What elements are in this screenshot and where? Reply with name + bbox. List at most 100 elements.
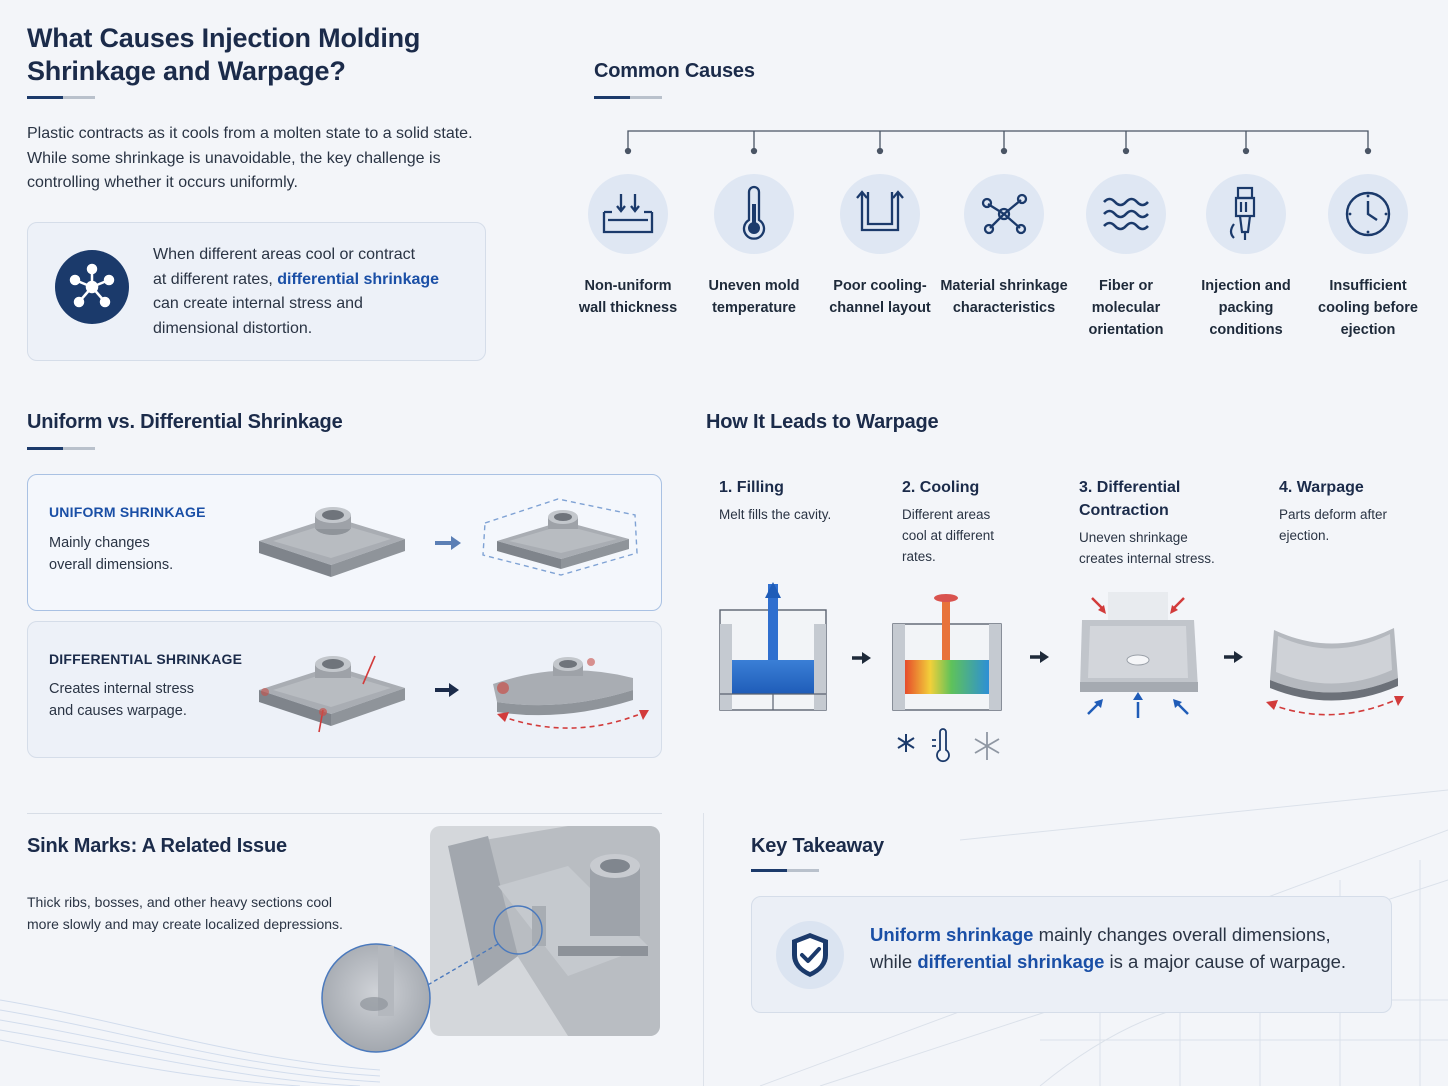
takeaway-line1-rest: mainly changes overall dimensions,: [1033, 924, 1331, 945]
intro-paragraph: Plastic contracts as it cools from a mol…: [27, 122, 547, 196]
takeaway-line2-rest: is a major cause of warpage.: [1104, 951, 1347, 972]
step2-desc: Different areas cool at different rates.: [902, 504, 1072, 567]
contracting-part: [1080, 592, 1198, 718]
snowflake-icon: [897, 734, 915, 752]
arrow-right-icon: [435, 683, 459, 697]
page-title-line1: What Causes Injection Molding: [27, 23, 421, 53]
cause-label-mold-temperature: Uneven mold temperature: [689, 275, 819, 319]
takeaway-underline: [751, 869, 819, 872]
differential-shrinkage-card: DIFFERENTIAL SHRINKAGE Creates internal …: [27, 621, 662, 758]
network-node-icon: [55, 250, 129, 324]
callout-line2-pre: at different rates,: [153, 270, 278, 288]
callout-line1: When different areas cool or contract: [153, 246, 416, 263]
sink-description: Thick ribs, bosses, and other heavy sect…: [27, 891, 343, 935]
takeaway-line2: while differential shrinkage is a major …: [870, 948, 1346, 975]
molecule-icon: [964, 174, 1044, 254]
warped-part: [493, 657, 649, 729]
shield-check-icon: [776, 921, 844, 989]
warpage-process-illustration: [719, 582, 1404, 763]
cause-label-material-shrinkage: Material shrinkage characteristics: [934, 275, 1074, 319]
uniform-part-illustration: [259, 498, 638, 577]
section-divider-vertical: [703, 813, 704, 1086]
cooling-channel-icon: [840, 174, 920, 254]
cause-5-line1: Fiber or: [1099, 278, 1153, 294]
cause-6-line2: packing: [1218, 300, 1274, 316]
uniform-kicker: UNIFORM SHRINKAGE: [49, 504, 206, 520]
callout-highlight: differential shrinkage: [277, 270, 440, 288]
cause-4-line2: characteristics: [952, 300, 1056, 316]
sink-title: Sink Marks: A Related Issue: [27, 835, 287, 857]
injection-nozzle-icon: [1206, 174, 1286, 254]
intro-line1: Plastic contracts as it cools from a mol…: [27, 125, 473, 142]
step3-desc-line1: Uneven shrinkage: [1079, 530, 1188, 545]
clock-icon: [1328, 174, 1408, 254]
differential-kicker: DIFFERENTIAL SHRINKAGE: [49, 651, 243, 667]
wall-thickness-icon: [588, 174, 668, 254]
filling-mold: [719, 582, 827, 711]
step4-desc-line1: Parts deform after: [1279, 507, 1388, 522]
snowflake-icon: [974, 732, 1000, 760]
takeaway-highlight-differential: differential shrinkage: [917, 951, 1105, 972]
arrow-right-icon: [1224, 651, 1243, 663]
step-differential-contraction: 3. Differential Contraction Uneven shrin…: [1079, 476, 1259, 569]
cause-1-line2: wall thickness: [578, 300, 678, 316]
step4-desc-line2: ejection.: [1279, 528, 1330, 543]
cooling-mold: [892, 594, 1002, 711]
cause-6-line3: conditions: [1209, 322, 1283, 338]
uniform-desc-line2: overall dimensions.: [49, 557, 174, 573]
takeaway-title: Key Takeaway: [751, 835, 884, 857]
intro-line3: controlling whether it occurs uniformly.: [27, 174, 298, 191]
takeaway-line1: Uniform shrinkage mainly changes overall…: [870, 921, 1346, 948]
sink-mark-illustration: [321, 826, 660, 1053]
step2-desc-line3: rates.: [902, 549, 936, 564]
cause-label-cooling-channel: Poor cooling- channel layout: [815, 275, 945, 319]
takeaway-line2-pre: while: [870, 951, 918, 972]
warpage-title: How It Leads to Warpage: [706, 411, 939, 433]
step2-desc-line2: cool at different: [902, 528, 995, 543]
stressed-part: [259, 655, 405, 733]
step1-title: 1. Filling: [719, 479, 784, 496]
differential-description: Creates internal stress and causes warpa…: [49, 678, 194, 722]
comparison-title: Uniform vs. Differential Shrinkage: [27, 411, 343, 433]
cause-label-fiber-orientation: Fiber or molecular orientation: [1061, 275, 1191, 341]
step2-title: 2. Cooling: [902, 479, 980, 496]
step-cooling: 2. Cooling Different areas cool at diffe…: [902, 476, 1072, 567]
cause-3-line2: channel layout: [829, 300, 931, 316]
cause-4-line1: Material shrinkage: [940, 278, 1068, 294]
differential-desc-line1: Creates internal stress: [49, 681, 195, 697]
intro-line2: While some shrinkage is unavoidable, the…: [27, 149, 441, 167]
thermometer-icon: [932, 728, 950, 763]
section-divider: [27, 813, 662, 814]
step-warpage: 4. Warpage Parts deform after ejection.: [1279, 476, 1439, 546]
cause-2-line1: Uneven mold: [708, 278, 800, 294]
arrow-right-icon: [852, 652, 871, 664]
causes-underline: [594, 96, 662, 99]
warped-part: [1266, 628, 1404, 716]
step3-title-line1: 3. Differential: [1079, 479, 1181, 496]
cause-6-line1: Injection and: [1201, 278, 1291, 294]
comparison-underline: [27, 447, 95, 450]
uniform-desc-line1: Mainly changes: [49, 535, 150, 551]
cause-3-line1: Poor cooling-: [833, 278, 927, 294]
uniform-shrinkage-card: UNIFORM SHRINKAGE Mainly changes overall…: [27, 474, 662, 611]
callout-line2: at different rates, differential shrinka…: [153, 268, 473, 293]
takeaway-highlight-uniform: Uniform shrinkage: [870, 924, 1034, 945]
cause-label-insufficient-cooling: Insufficient cooling before ejection: [1303, 275, 1433, 341]
step3-title: 3. Differential Contraction: [1079, 476, 1259, 522]
original-part: [259, 507, 405, 577]
page-title: What Causes Injection Molding Shrinkage …: [27, 22, 420, 88]
arrow-right-icon: [1030, 651, 1049, 663]
cause-1-line1: Non-uniform: [584, 278, 672, 294]
step2-desc-line1: Different areas: [902, 507, 991, 522]
uniform-description: Mainly changes overall dimensions.: [49, 532, 173, 576]
arrow-right-icon: [435, 536, 461, 550]
step3-desc-line2: creates internal stress.: [1079, 551, 1215, 566]
cause-7-line1: Insufficient: [1329, 278, 1407, 294]
step3-desc: Uneven shrinkage creates internal stress…: [1079, 527, 1259, 569]
title-underline: [27, 96, 95, 99]
step4-title: 4. Warpage: [1279, 479, 1364, 496]
cause-5-line2: molecular: [1091, 300, 1161, 316]
cause-label-injection-packing: Injection and packing conditions: [1181, 275, 1311, 341]
cause-7-line3: ejection: [1340, 322, 1396, 338]
takeaway-text: Uniform shrinkage mainly changes overall…: [870, 921, 1346, 975]
